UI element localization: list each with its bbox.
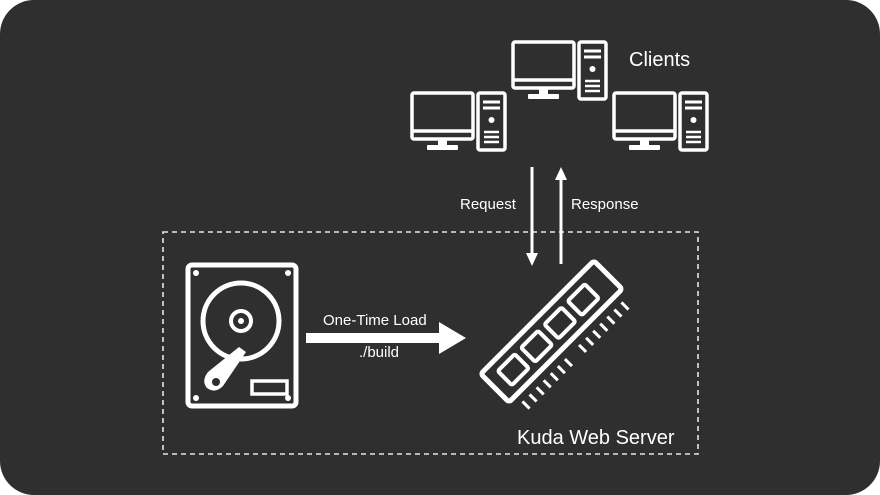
build-path-label: ./build <box>359 344 400 361</box>
request-label: Request <box>460 196 516 213</box>
ram-module-icon <box>479 259 630 410</box>
client-computer-icon-top <box>511 40 608 101</box>
server-label: Kuda Web Server <box>517 427 675 449</box>
one-time-load-label: One-Time Load <box>323 312 427 329</box>
client-computer-icon-right <box>612 91 709 152</box>
client-computer-icon-left <box>410 91 507 152</box>
clients-label: Clients <box>629 49 691 71</box>
response-label: Response <box>571 196 639 213</box>
one-time-load-arrow <box>306 322 466 354</box>
request-arrow <box>526 167 538 266</box>
response-arrow <box>555 167 567 264</box>
hard-disk-icon <box>185 262 299 409</box>
